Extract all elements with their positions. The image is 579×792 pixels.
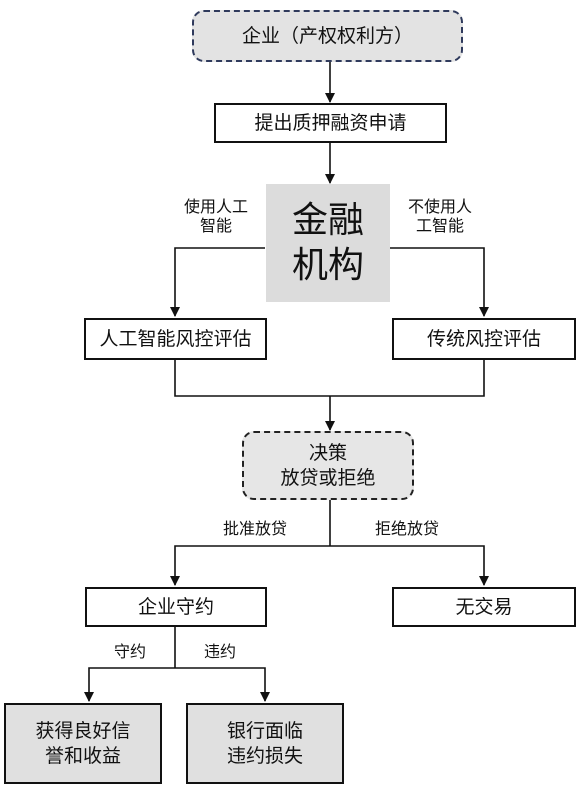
merge-evals xyxy=(174,360,485,397)
loss-line1: 银行面临 xyxy=(226,719,303,742)
ai-risk-eval-node: 人工智能风控评估 xyxy=(84,318,267,360)
no-deal-label: 无交易 xyxy=(455,595,513,618)
use-ai-line2: 智能 xyxy=(199,216,232,236)
comply-node: 企业守约 xyxy=(85,587,267,627)
good-reputation-node: 获得良好信 誉和收益 xyxy=(4,703,162,784)
enterprise-label: 企业（产权权利方） xyxy=(241,24,413,47)
arrow-reject xyxy=(330,545,489,586)
no-ai-line2: 工智能 xyxy=(415,216,464,236)
arrow-bank-ai xyxy=(170,247,265,317)
apply-label: 提出质押融资申请 xyxy=(254,111,407,134)
breach-label: 违约 xyxy=(203,642,236,661)
keep-label: 守约 xyxy=(113,642,146,661)
reject-label: 拒绝放贷 xyxy=(374,519,439,538)
approve-label: 批准放贷 xyxy=(222,519,287,538)
financial-institution-node: 金融 机构 xyxy=(266,184,390,302)
no-ai-line1: 不使用人 xyxy=(407,197,472,216)
ai-eval-label: 人工智能风控评估 xyxy=(99,327,252,350)
enterprise-node: 企业（产权权利方） xyxy=(192,10,463,62)
traditional-risk-eval-node: 传统风控评估 xyxy=(392,318,576,360)
apply-node: 提出质押融资申请 xyxy=(214,103,447,143)
arrow-breach xyxy=(175,667,270,702)
no-deal-node: 无交易 xyxy=(392,587,576,627)
good-line2: 誉和收益 xyxy=(44,744,121,767)
decision-line2: 放贷或拒绝 xyxy=(280,466,376,489)
comply-label: 企业守约 xyxy=(137,595,214,618)
arrow-approve xyxy=(170,545,330,586)
bank-line1: 金融 xyxy=(291,200,364,241)
use-ai-label: 使用人工 智能 xyxy=(168,197,264,235)
loss-line2: 违约损失 xyxy=(226,744,303,767)
arrow-keep xyxy=(84,667,175,702)
bank-loss-node: 银行面临 违约损失 xyxy=(186,703,344,784)
decision-node: 决策 放贷或拒绝 xyxy=(242,431,414,500)
trad-eval-label: 传统风控评估 xyxy=(426,327,541,350)
no-ai-label: 不使用人 工智能 xyxy=(392,197,488,235)
arrow-bank-trad xyxy=(390,247,489,317)
good-line1: 获得良好信 xyxy=(35,719,131,742)
use-ai-line1: 使用人工 xyxy=(183,197,248,216)
decision-line1: 决策 xyxy=(308,441,347,464)
bank-line2: 机构 xyxy=(291,245,364,286)
